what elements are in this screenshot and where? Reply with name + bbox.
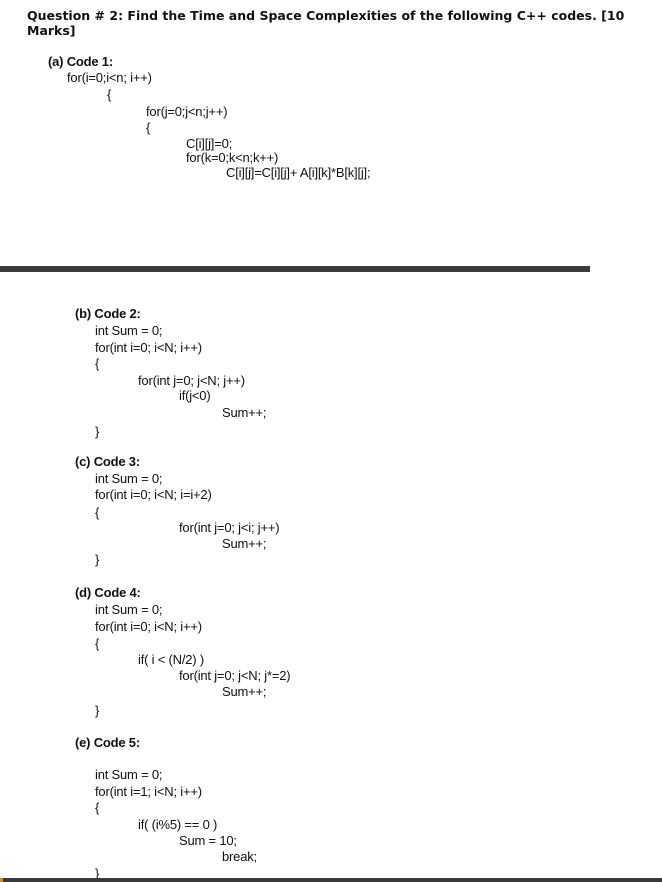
code1-title: (a) Code 1:: [48, 54, 113, 69]
code1-line: {: [146, 120, 151, 135]
question-title-line-2: Marks]: [27, 23, 76, 38]
code4-line: Sum++;: [222, 684, 267, 699]
code3-line: }: [95, 552, 100, 567]
code2-line: if(j<0): [179, 388, 211, 403]
code5-line: break;: [222, 849, 257, 864]
code4-title: (d) Code 4:: [75, 585, 141, 600]
code5-line: {: [95, 800, 100, 815]
code3-line: Sum++;: [222, 536, 267, 551]
code4-line: {: [95, 636, 100, 651]
code2-line: Sum++;: [222, 405, 267, 420]
code5-line: if( (i%5) == 0 ): [138, 817, 218, 832]
code1-line: for(k=0;k<n;k++): [186, 150, 279, 165]
code1-line: for(j=0;j<n;j++): [146, 104, 228, 119]
code3-line: int Sum = 0;: [95, 471, 163, 486]
code2-line: int Sum = 0;: [95, 323, 163, 338]
code4-line: int Sum = 0;: [95, 602, 163, 617]
code3-line: for(int j=0; j<i; j++): [179, 520, 280, 535]
code3-line: {: [95, 505, 100, 520]
code4-line: for(int j=0; j<N; j*=2): [179, 668, 291, 683]
code5-line: }: [95, 866, 100, 881]
code4-line: for(int i=0; i<N; i++): [95, 619, 202, 634]
code5-line: int Sum = 0;: [95, 767, 163, 782]
code2-line: {: [95, 356, 100, 371]
code4-line: if( i < (N/2) ): [138, 652, 204, 667]
section-divider: [0, 266, 590, 272]
question-title-line-1: Question # 2: Find the Time and Space Co…: [27, 8, 625, 23]
code2-title: (b) Code 2:: [75, 306, 141, 321]
code2-line: for(int j=0; j<N; j++): [138, 373, 245, 388]
code5-line: for(int i=1; i<N; i++): [95, 784, 202, 799]
code3-line: for(int i=0; i<N; i=i+2): [95, 487, 212, 502]
code1-line: {: [107, 87, 112, 102]
page-bottom-edge: [0, 878, 662, 882]
code5-title: (e) Code 5:: [75, 735, 140, 750]
code1-line: for(i=0;i<n; i++): [67, 70, 152, 85]
code3-title: (c) Code 3:: [75, 454, 140, 469]
code1-line: C[i][j]=C[i][j]+ A[i][k]*B[k][j];: [226, 165, 371, 180]
code1-line: C[i][j]=0;: [186, 136, 233, 151]
code5-line: Sum = 10;: [179, 833, 237, 848]
code2-line: for(int i=0; i<N; i++): [95, 340, 202, 355]
code4-line: }: [95, 703, 100, 718]
code2-line: }: [95, 424, 100, 439]
